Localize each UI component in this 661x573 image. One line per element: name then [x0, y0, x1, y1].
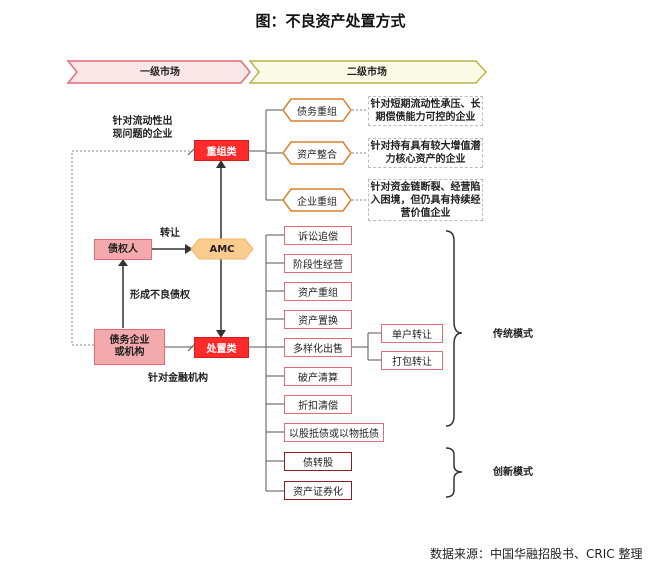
package-transfer-box: 打包转让	[381, 351, 443, 370]
bankruptcy-box: 破产清算	[284, 367, 352, 386]
debtor-box: 债务企业 或机构	[94, 329, 165, 365]
debt-to-equity-box: 债转股	[284, 452, 352, 471]
liquidity-note: 针对流动性出 现问题的企业	[112, 116, 173, 140]
single-transfer-box: 单户转让	[381, 324, 443, 343]
asset-integration-desc: 针对持有具有较大增值潜 力核心资产的企业	[368, 138, 483, 168]
securitization-box: 资产证券化	[284, 481, 352, 500]
traditional-mode-label: 传统模式	[493, 329, 533, 340]
litigation-box: 诉讼追偿	[284, 226, 352, 245]
disposal-category: 处置类	[194, 337, 249, 358]
dotted-loop-line	[71, 150, 193, 346]
enterprise-restructure-label: 企业重组	[297, 196, 337, 208]
source-note: 数据来源：中国华融招股书、CRIC 整理	[430, 547, 643, 561]
debt-restructure-desc: 针对短期流动性承压、长 期偿债能力可控的企业	[368, 96, 483, 126]
innovative-brace	[445, 447, 463, 498]
innovative-mode-label: 创新模式	[493, 467, 533, 478]
restructure-category: 重组类	[194, 140, 249, 161]
hex-enterprise-restructure	[282, 188, 352, 212]
secondary-market-label: 二级市场	[347, 67, 387, 78]
page-title: 图：不良资产处置方式	[255, 12, 406, 30]
asset-reorganization-box: 资产重组	[284, 282, 352, 301]
primary-market-banner	[66, 60, 251, 84]
amc-hexagon	[190, 238, 254, 260]
enterprise-restructure-desc: 针对资金链断裂、经营陷 入困境，但仍具有持续经 营价值企业	[368, 179, 483, 221]
primary-market-label: 一级市场	[140, 67, 180, 78]
hex-debt-restructure	[282, 98, 352, 122]
debt-restructure-label: 债务重组	[297, 106, 337, 118]
discount-settlement-box: 折扣清偿	[284, 395, 352, 414]
hex-asset-integration	[282, 141, 352, 165]
amc-label: AMC	[209, 243, 235, 255]
form-bad-debt-label: 形成不良债权	[130, 290, 190, 301]
diversified-sale-box: 多样化出售	[284, 338, 352, 357]
phased-operation-box: 阶段性经营	[284, 254, 352, 273]
traditional-brace	[445, 230, 463, 427]
financial-note: 针对金融机构	[148, 373, 208, 384]
creditor-box: 债权人	[94, 239, 152, 260]
asset-integration-label: 资产整合	[297, 149, 337, 161]
transfer-label: 转让	[160, 228, 180, 239]
secondary-market-banner	[248, 60, 488, 84]
asset-swap-box: 资产置换	[284, 310, 352, 329]
debt-equity-asset-box: 以股抵债或以物抵债	[284, 423, 384, 442]
